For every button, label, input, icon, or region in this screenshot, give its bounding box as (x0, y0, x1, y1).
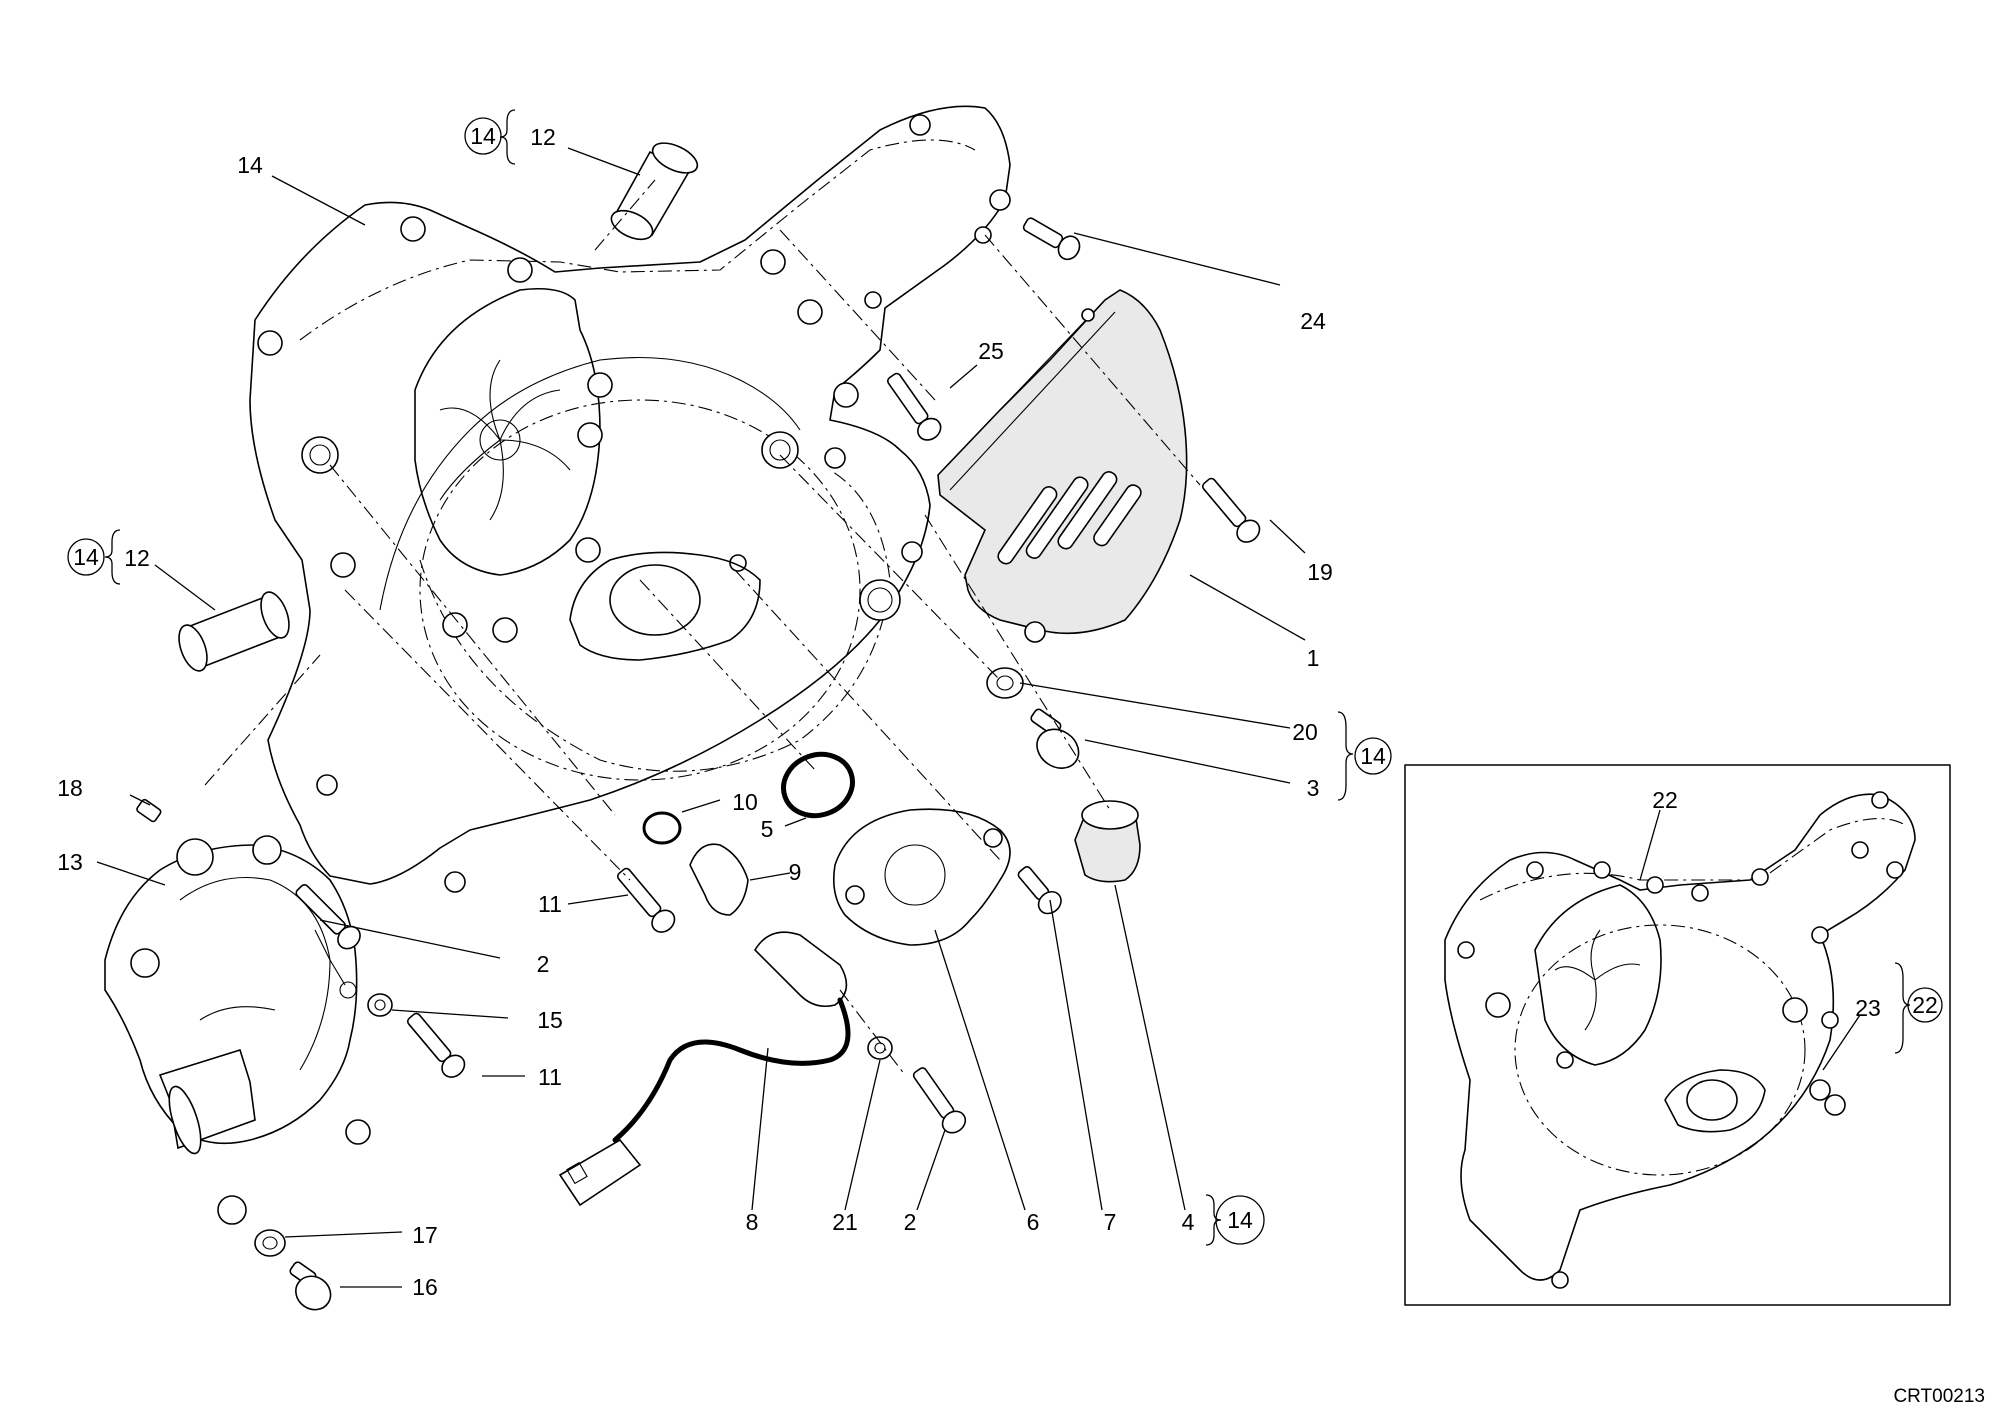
callout-25: 25 (978, 338, 1004, 364)
callout-labels: 12 14 12 24 25 19 1 20 3 18 13 10 5 9 11… (57, 124, 1881, 1300)
o-ring-5 (781, 751, 855, 819)
fitting-12-left (178, 591, 290, 672)
pin-18 (136, 798, 162, 823)
circled-14-right: 14 (1360, 743, 1386, 769)
circled-22-inset: 22 (1912, 992, 1938, 1018)
washers (254, 667, 1024, 1257)
cover-plate-gasket (832, 808, 1011, 946)
callout-20: 20 (1292, 719, 1318, 745)
callout-24: 24 (1300, 308, 1326, 334)
callout-21: 21 (832, 1209, 858, 1235)
callout-11-center: 11 (538, 891, 562, 917)
callout-8: 8 (746, 1209, 759, 1235)
sensor-bracket-9 (689, 843, 749, 916)
drawing-code: CRT00213 (1893, 1386, 1985, 1407)
water-pump-cover (104, 835, 371, 1225)
callout-11-left: 11 (538, 1064, 562, 1090)
callout-19: 19 (1307, 559, 1333, 585)
inset-variant-box (1404, 764, 1951, 1306)
callout-9: 9 (789, 859, 802, 885)
callout-7: 7 (1104, 1209, 1117, 1235)
bushing-4 (1074, 800, 1141, 883)
circled-reference-marks: 14 14 14 14 22 (67, 117, 1943, 1245)
ring-10 (642, 811, 682, 845)
sprocket-cover (937, 289, 1188, 643)
assembly-axis-lines (204, 179, 1201, 1076)
callout-23: 23 (1855, 995, 1881, 1021)
callout-22: 22 (1652, 787, 1678, 813)
callout-6: 6 (1027, 1209, 1040, 1235)
callout-1: 1 (1307, 645, 1320, 671)
callout-18: 18 (57, 775, 83, 801)
circled-14-top: 14 (470, 123, 496, 149)
sensor-cable-8 (558, 931, 851, 1207)
callout-2-left: 2 (537, 951, 550, 977)
callout-15: 15 (537, 1007, 563, 1033)
callout-10: 10 (732, 789, 758, 815)
clutch-cover-main (249, 105, 1011, 893)
leader-lines (96, 147, 1861, 1288)
callout-12-top: 12 (530, 124, 556, 150)
callout-2-bottom: 2 (904, 1209, 917, 1235)
fitting-12-top (610, 142, 699, 241)
group-braces (104, 109, 1911, 1246)
callout-5: 5 (761, 816, 774, 842)
callout-16: 16 (412, 1274, 438, 1300)
callout-17: 17 (412, 1222, 438, 1248)
callout-4: 4 (1182, 1209, 1195, 1235)
circled-14-left: 14 (73, 544, 99, 570)
circled-14-bottom: 14 (1227, 1207, 1253, 1233)
callout-12-left: 12 (124, 545, 150, 571)
callout-3: 3 (1307, 775, 1320, 801)
callout-14: 14 (237, 152, 263, 178)
callout-13: 13 (57, 849, 83, 875)
